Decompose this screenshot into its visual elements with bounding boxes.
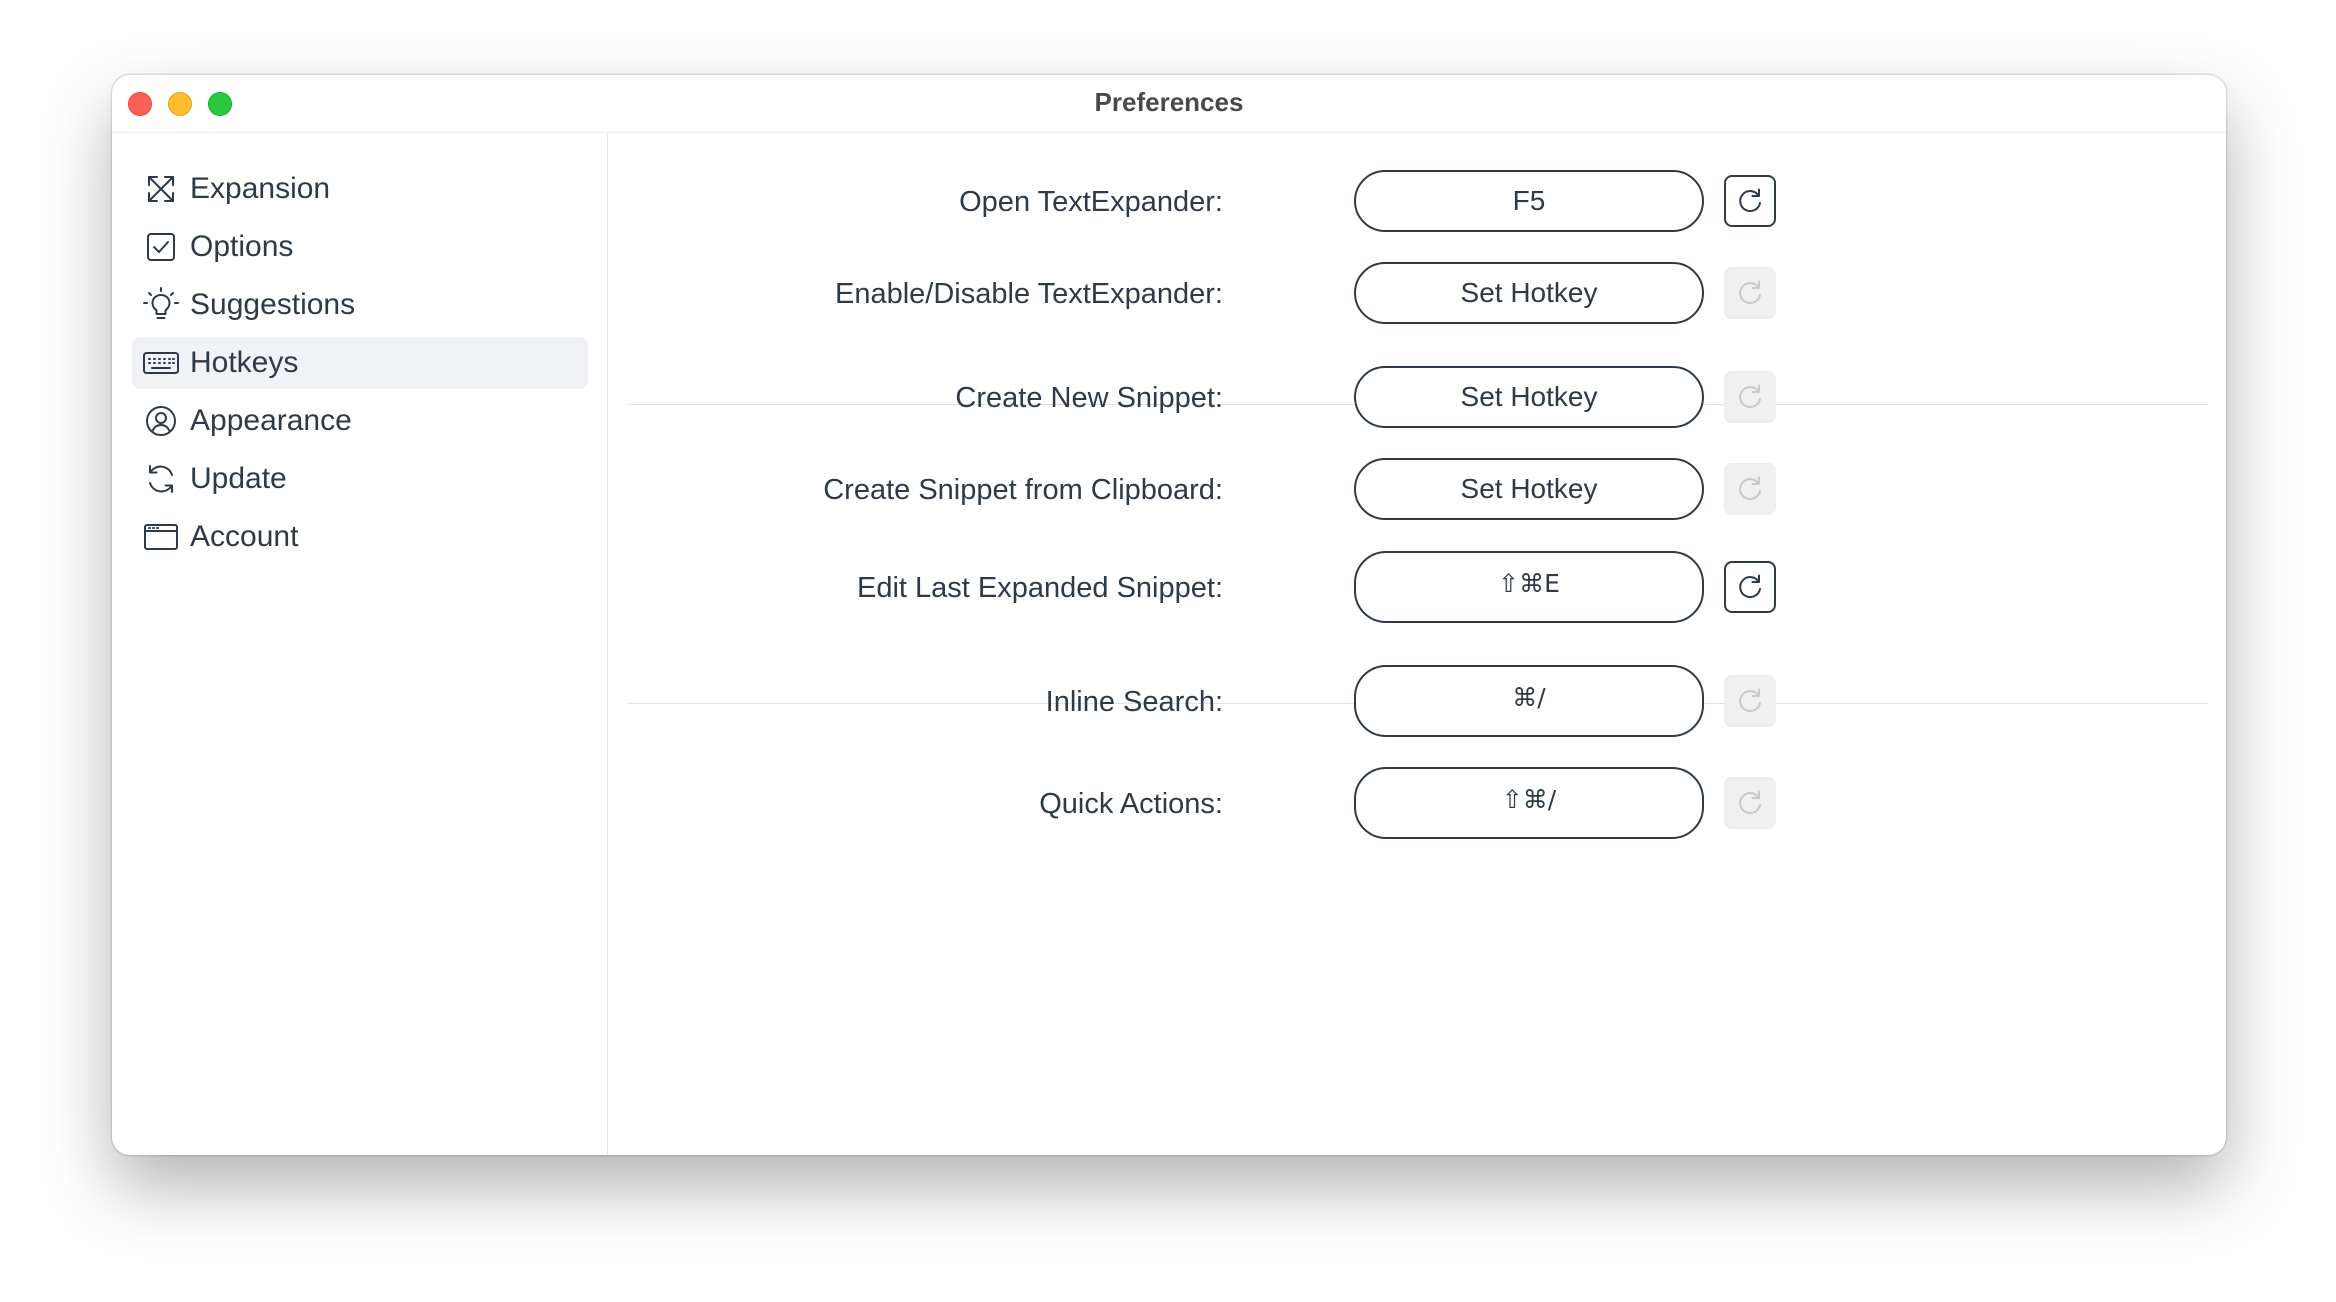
reset-button-edit-last-expanded-snippet[interactable]: [1724, 561, 1776, 613]
hotkey-label-create-new-snippet: Create New Snippet:: [955, 382, 1223, 414]
checkbox-icon: [142, 228, 180, 266]
reset-icon: [1739, 280, 1761, 305]
hotkey-button-edit-last-expanded-snippet[interactable]: ⇧⌘E: [1354, 551, 1704, 623]
minimize-window-button[interactable]: [168, 92, 192, 116]
hotkey-button-create-new-snippet[interactable]: Set Hotkey: [1354, 366, 1704, 428]
sidebar-item-label: Appearance: [190, 404, 352, 437]
reset-icon: [1739, 790, 1761, 815]
hotkey-label-open-textexpander: Open TextExpander:: [959, 186, 1223, 218]
refresh-icon: [142, 460, 180, 498]
user-circle-icon: [142, 402, 180, 440]
reset-button-enable-disable[interactable]: [1724, 267, 1776, 319]
reset-button-open-textexpander[interactable]: [1724, 175, 1776, 227]
sidebar-item-options[interactable]: Options: [132, 221, 588, 273]
reset-button-inline-search[interactable]: [1724, 675, 1776, 727]
sidebar-item-label: Expansion: [190, 172, 331, 205]
browser-window-icon: [142, 518, 180, 556]
window-title: Preferences: [1094, 87, 1244, 117]
reset-icon: [1739, 476, 1761, 501]
sidebar-item-label: Update: [190, 462, 287, 495]
hotkey-label-quick-actions: Quick Actions:: [1039, 788, 1223, 820]
reset-icon: [1739, 688, 1761, 713]
hotkey-label-inline-search: Inline Search:: [1045, 686, 1223, 718]
lightbulb-icon: [142, 286, 180, 324]
sidebar-item-label: Hotkeys: [190, 346, 299, 379]
reset-icon: [1739, 574, 1761, 599]
reset-icon: [1739, 384, 1761, 409]
hotkeys-panel: Open TextExpander: F5 Enable/Disable Tex…: [608, 133, 2226, 1155]
hotkey-button-create-snippet-from-clipboard[interactable]: Set Hotkey: [1354, 458, 1704, 520]
sidebar-item-hotkeys[interactable]: Hotkeys: [132, 337, 588, 389]
sidebar-item-label: Account: [190, 520, 299, 553]
preferences-window: Preferences Expansion O: [112, 75, 2226, 1155]
zoom-window-button[interactable]: [208, 92, 232, 116]
sidebar-item-expansion[interactable]: Expansion: [132, 163, 588, 215]
expand-arrows-icon: [142, 170, 180, 208]
hotkey-button-open-textexpander[interactable]: F5: [1354, 170, 1704, 232]
reset-button-create-new-snippet[interactable]: [1724, 371, 1776, 423]
sidebar-item-appearance[interactable]: Appearance: [132, 395, 588, 447]
sidebar: Expansion Options: [112, 133, 608, 1155]
hotkey-label-create-snippet-from-clipboard: Create Snippet from Clipboard:: [823, 474, 1223, 506]
title-bar[interactable]: Preferences: [112, 75, 2226, 133]
sidebar-item-label: Suggestions: [190, 288, 356, 321]
hotkey-label-edit-last-expanded-snippet: Edit Last Expanded Snippet:: [857, 572, 1223, 604]
reset-icon: [1739, 188, 1761, 213]
sidebar-item-update[interactable]: Update: [132, 453, 588, 505]
reset-button-create-snippet-from-clipboard[interactable]: [1724, 463, 1776, 515]
sidebar-item-account[interactable]: Account: [132, 511, 588, 563]
sidebar-item-suggestions[interactable]: Suggestions: [132, 279, 588, 331]
reset-button-quick-actions[interactable]: [1724, 777, 1776, 829]
close-window-button[interactable]: [128, 92, 152, 116]
keyboard-icon: [142, 344, 180, 382]
hotkey-label-enable-disable: Enable/Disable TextExpander:: [835, 278, 1223, 310]
sidebar-item-label: Options: [190, 230, 294, 263]
hotkey-button-quick-actions[interactable]: ⇧⌘/: [1354, 767, 1704, 839]
hotkey-button-enable-disable[interactable]: Set Hotkey: [1354, 262, 1704, 324]
hotkey-button-inline-search[interactable]: ⌘/: [1354, 665, 1704, 737]
